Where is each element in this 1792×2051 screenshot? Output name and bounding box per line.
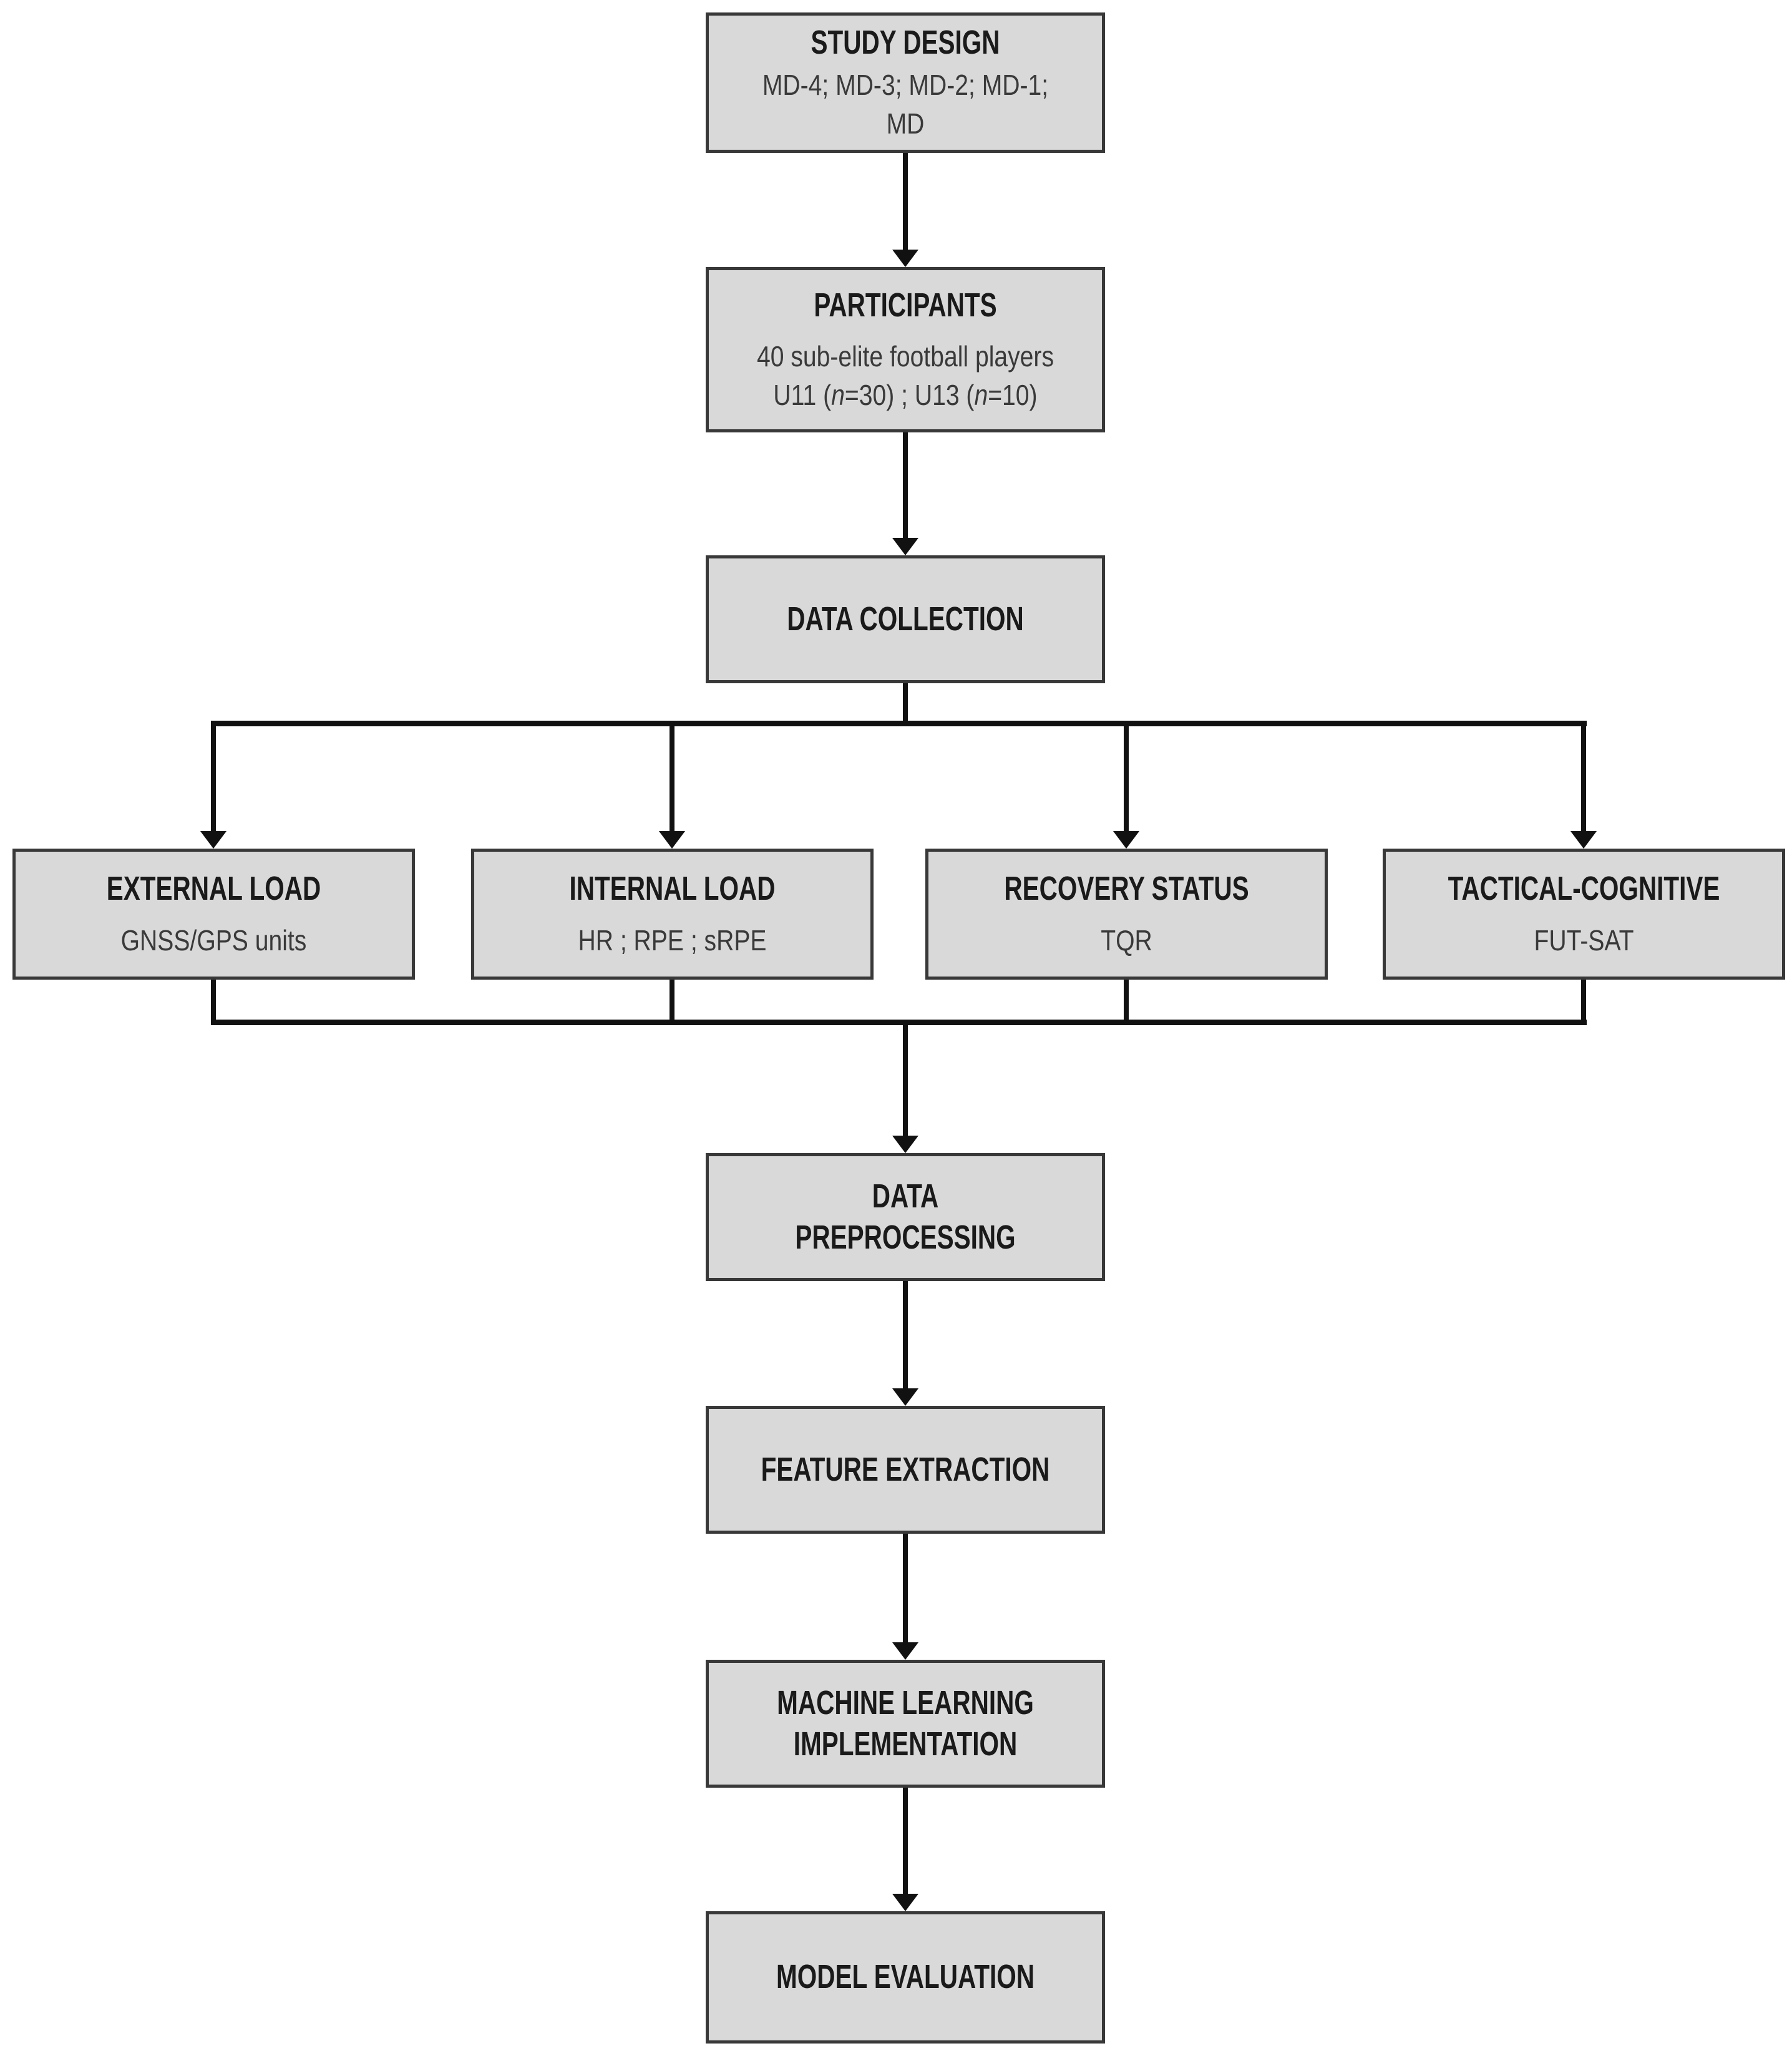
node-data-collection: DATA COLLECTION (706, 555, 1105, 683)
node-recovery-status: RECOVERY STATUS TQR (925, 849, 1328, 980)
node-internal-load: INTERNAL LOAD HR ; RPE ; sRPE (471, 849, 874, 980)
edge-branch-tactical-line (1581, 724, 1586, 831)
node-recovery-status-title: RECOVERY STATUS (1004, 869, 1249, 907)
node-study-design-title: STUDY DESIGN (811, 23, 1000, 61)
node-participants: PARTICIPANTS 40 sub-elite football playe… (706, 267, 1105, 432)
edge-ml-to-evaluation-line (903, 1788, 908, 1894)
edge-collection-stub-line (903, 683, 908, 726)
node-data-preprocessing-title: DATA PREPROCESSING (795, 1177, 1016, 1256)
edge-preprocessing-to-feature-line (903, 1281, 908, 1388)
node-data-preprocessing: DATA PREPROCESSING (706, 1153, 1105, 1281)
node-internal-load-subtitle: HR ; RPE ; sRPE (578, 924, 767, 957)
node-model-evaluation: MODEL EVALUATION (706, 1911, 1105, 2044)
node-study-design-subtitle: MD-4; MD-3; MD-2; MD-1; MD (762, 68, 1049, 140)
edge-recovery-merge-stub-line (1124, 980, 1129, 1025)
edge-participants-to-collection-line (903, 432, 908, 539)
node-participants-subtitle: 40 sub-elite football players U11 (n=30)… (741, 337, 1069, 414)
edge-branch-recovery-line (1124, 724, 1129, 831)
edge-merge-to-preprocessing-line (903, 1022, 908, 1136)
edge-participants-to-collection-arrowhead-icon (892, 538, 918, 555)
node-machine-learning-implementation-title: MACHINE LEARNING IMPLEMENTATION (777, 1683, 1034, 1763)
node-machine-learning-implementation: MACHINE LEARNING IMPLEMENTATION (706, 1660, 1105, 1788)
edge-feature-to-ml-line (903, 1534, 908, 1642)
edge-branch-external-arrowhead-icon (200, 831, 226, 849)
edge-branch-internal-arrowhead-icon (659, 831, 685, 849)
branch-bar-line (211, 721, 1587, 726)
edge-tactical-merge-stub-line (1581, 980, 1586, 1025)
edge-feature-to-ml-arrowhead-icon (892, 1642, 918, 1660)
node-study-design: STUDY DESIGN MD-4; MD-3; MD-2; MD-1; MD (706, 12, 1105, 153)
node-tactical-cognitive-subtitle: FUT-SAT (1534, 924, 1634, 957)
edge-study-to-participants-line (903, 153, 908, 251)
node-internal-load-title: INTERNAL LOAD (569, 869, 776, 907)
edge-branch-tactical-arrowhead-icon (1570, 831, 1597, 849)
node-data-collection-title: DATA COLLECTION (787, 600, 1024, 638)
node-external-load: EXTERNAL LOAD GNSS/GPS units (12, 849, 415, 980)
merge-bar-line (211, 1020, 1587, 1025)
node-external-load-subtitle: GNSS/GPS units (120, 924, 307, 957)
node-tactical-cognitive: TACTICAL-COGNITIVE FUT-SAT (1383, 849, 1785, 980)
node-feature-extraction-title: FEATURE EXTRACTION (761, 1450, 1050, 1488)
edge-preprocessing-to-feature-arrowhead-icon (892, 1388, 918, 1406)
edge-ml-to-evaluation-arrowhead-icon (892, 1894, 918, 1911)
node-feature-extraction: FEATURE EXTRACTION (706, 1406, 1105, 1534)
participants-line1: 40 sub-elite football players (757, 339, 1054, 373)
edge-study-to-participants-arrowhead-icon (892, 250, 918, 267)
node-participants-title: PARTICIPANTS (814, 286, 997, 324)
edge-branch-internal-line (670, 724, 674, 831)
node-tactical-cognitive-title: TACTICAL-COGNITIVE (1448, 869, 1720, 907)
edge-branch-external-line (211, 724, 216, 831)
node-model-evaluation-title: MODEL EVALUATION (776, 1958, 1035, 1996)
edge-merge-to-preprocessing-arrowhead-icon (892, 1136, 918, 1153)
edge-branch-recovery-arrowhead-icon (1113, 831, 1139, 849)
edge-internal-merge-stub-line (670, 980, 674, 1025)
node-external-load-title: EXTERNAL LOAD (106, 869, 321, 907)
node-recovery-status-subtitle: TQR (1101, 924, 1152, 957)
edge-external-merge-stub-line (211, 980, 216, 1025)
participants-line2: U11 (n=30) ; U13 (n=10) (773, 378, 1038, 411)
